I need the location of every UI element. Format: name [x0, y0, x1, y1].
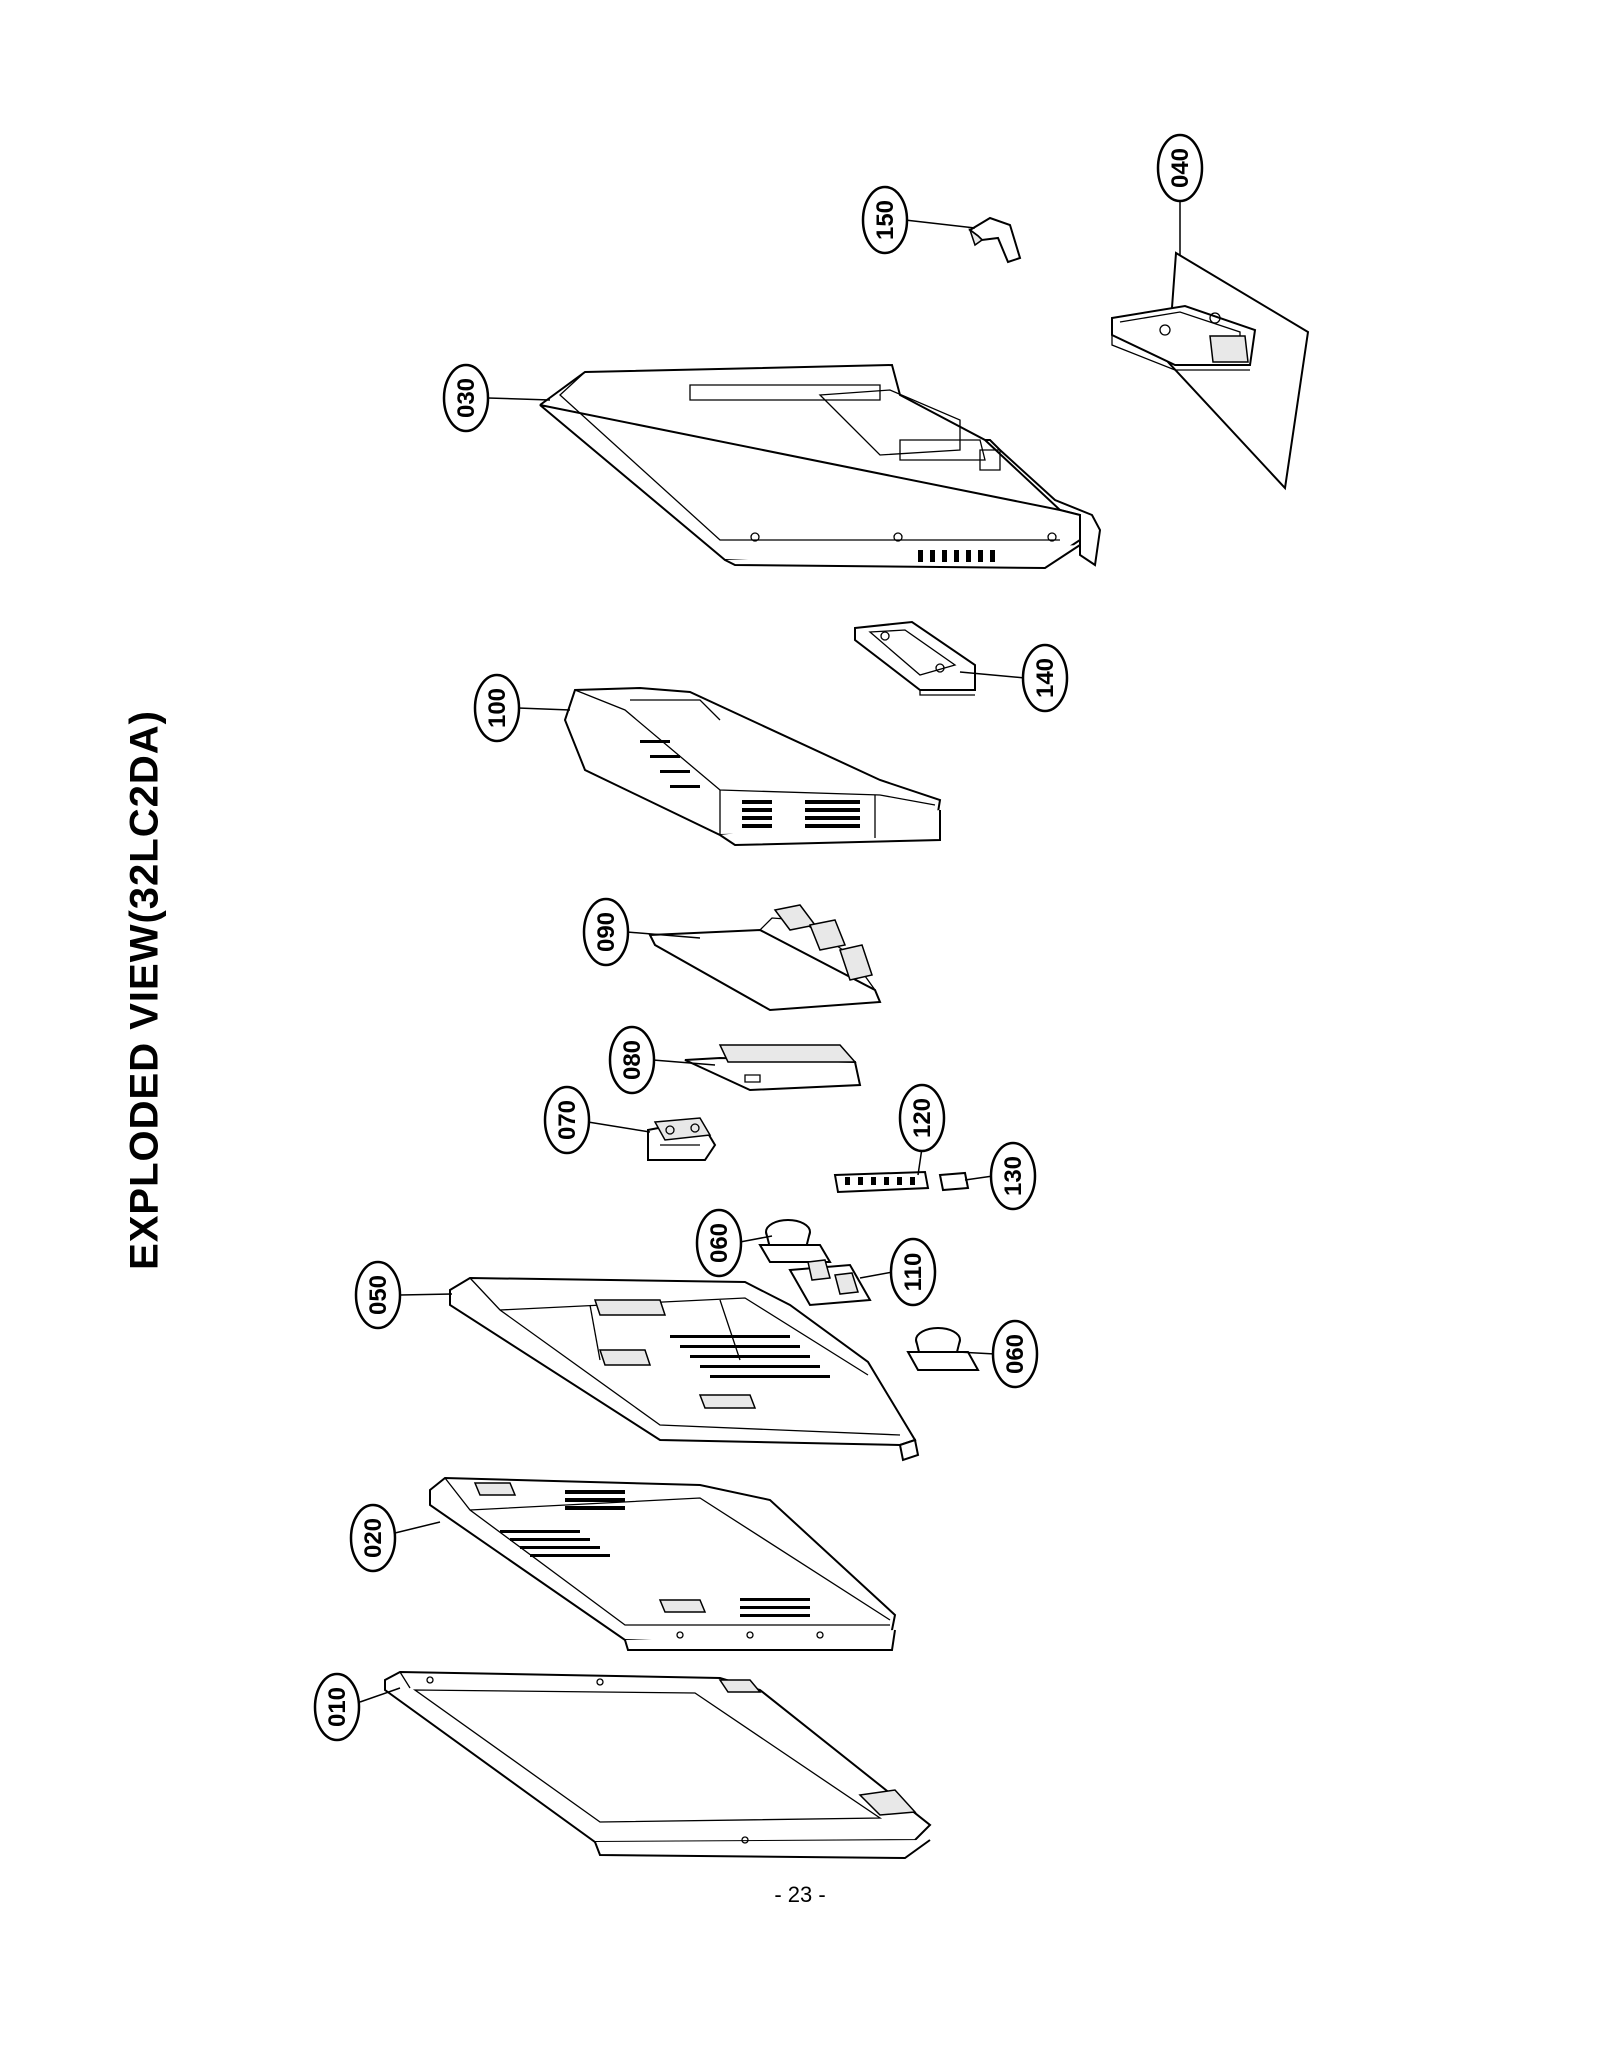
callout-120: 120 [898, 1083, 946, 1153]
callout-040: 040 [1156, 133, 1204, 203]
callout-130-label: 130 [1000, 1156, 1027, 1196]
rear-cover-vents [918, 550, 995, 562]
callout-060-lower-label: 060 [1002, 1334, 1029, 1374]
leader-lines [359, 190, 1181, 1703]
part-120-control-board [833, 1170, 930, 1194]
control-buttons [845, 1177, 915, 1185]
part-110-speaker-bracket [788, 1259, 872, 1307]
part-130-ir-board [938, 1171, 970, 1192]
part-040-stand [1111, 251, 1310, 491]
part-050-chassis-frame [449, 1276, 920, 1462]
part-060-speaker-lower [906, 1327, 980, 1371]
callout-070-label: 070 [554, 1100, 581, 1140]
part-100-shield-case [563, 686, 942, 847]
callout-080-label: 080 [619, 1040, 646, 1080]
callout-090: 090 [582, 897, 630, 967]
part-070-terminal-bracket [647, 1117, 717, 1161]
callout-080: 080 [608, 1025, 656, 1095]
callout-100-label: 100 [484, 688, 511, 728]
callout-060-upper: 060 [695, 1208, 743, 1278]
part-060-speaker-upper [758, 1219, 832, 1263]
callout-020: 020 [349, 1503, 397, 1573]
callout-040-label: 040 [1167, 148, 1194, 188]
part-080-sub-board [684, 1044, 862, 1092]
part-030-rear-cover [539, 363, 1102, 570]
callout-100: 100 [473, 673, 521, 743]
callout-140: 140 [1021, 643, 1069, 713]
callout-070: 070 [543, 1085, 591, 1155]
shield-vent-dots [640, 740, 860, 828]
callout-030: 030 [442, 363, 490, 433]
page-number: - 23 - [774, 1882, 826, 1907]
callout-050: 050 [354, 1260, 402, 1330]
chassis-slots [670, 1335, 830, 1378]
callout-090-label: 090 [593, 912, 620, 952]
callout-110: 110 [889, 1237, 937, 1307]
callout-110-label: 110 [900, 1253, 927, 1292]
callout-050-label: 050 [365, 1275, 392, 1315]
callout-010-label: 010 [324, 1687, 351, 1727]
callout-060-lower: 060 [991, 1319, 1039, 1389]
part-150-cable-holder [968, 216, 1022, 264]
callout-140-label: 140 [1032, 658, 1059, 698]
part-010-front-cabinet [384, 1670, 932, 1860]
callout-150-label: 150 [872, 200, 899, 240]
panel-pcb-hatch [500, 1490, 810, 1617]
callout-030-label: 030 [453, 378, 480, 418]
part-140-bracket [854, 620, 976, 696]
callout-010: 010 [313, 1672, 361, 1742]
callout-060-upper-label: 060 [706, 1223, 733, 1263]
callout-120-label: 120 [909, 1098, 936, 1138]
callout-020-label: 020 [360, 1518, 387, 1558]
part-090-main-board [648, 904, 882, 1012]
callout-150: 150 [861, 185, 909, 255]
part-020-lcd-module [429, 1476, 897, 1651]
callout-130: 130 [989, 1141, 1037, 1211]
